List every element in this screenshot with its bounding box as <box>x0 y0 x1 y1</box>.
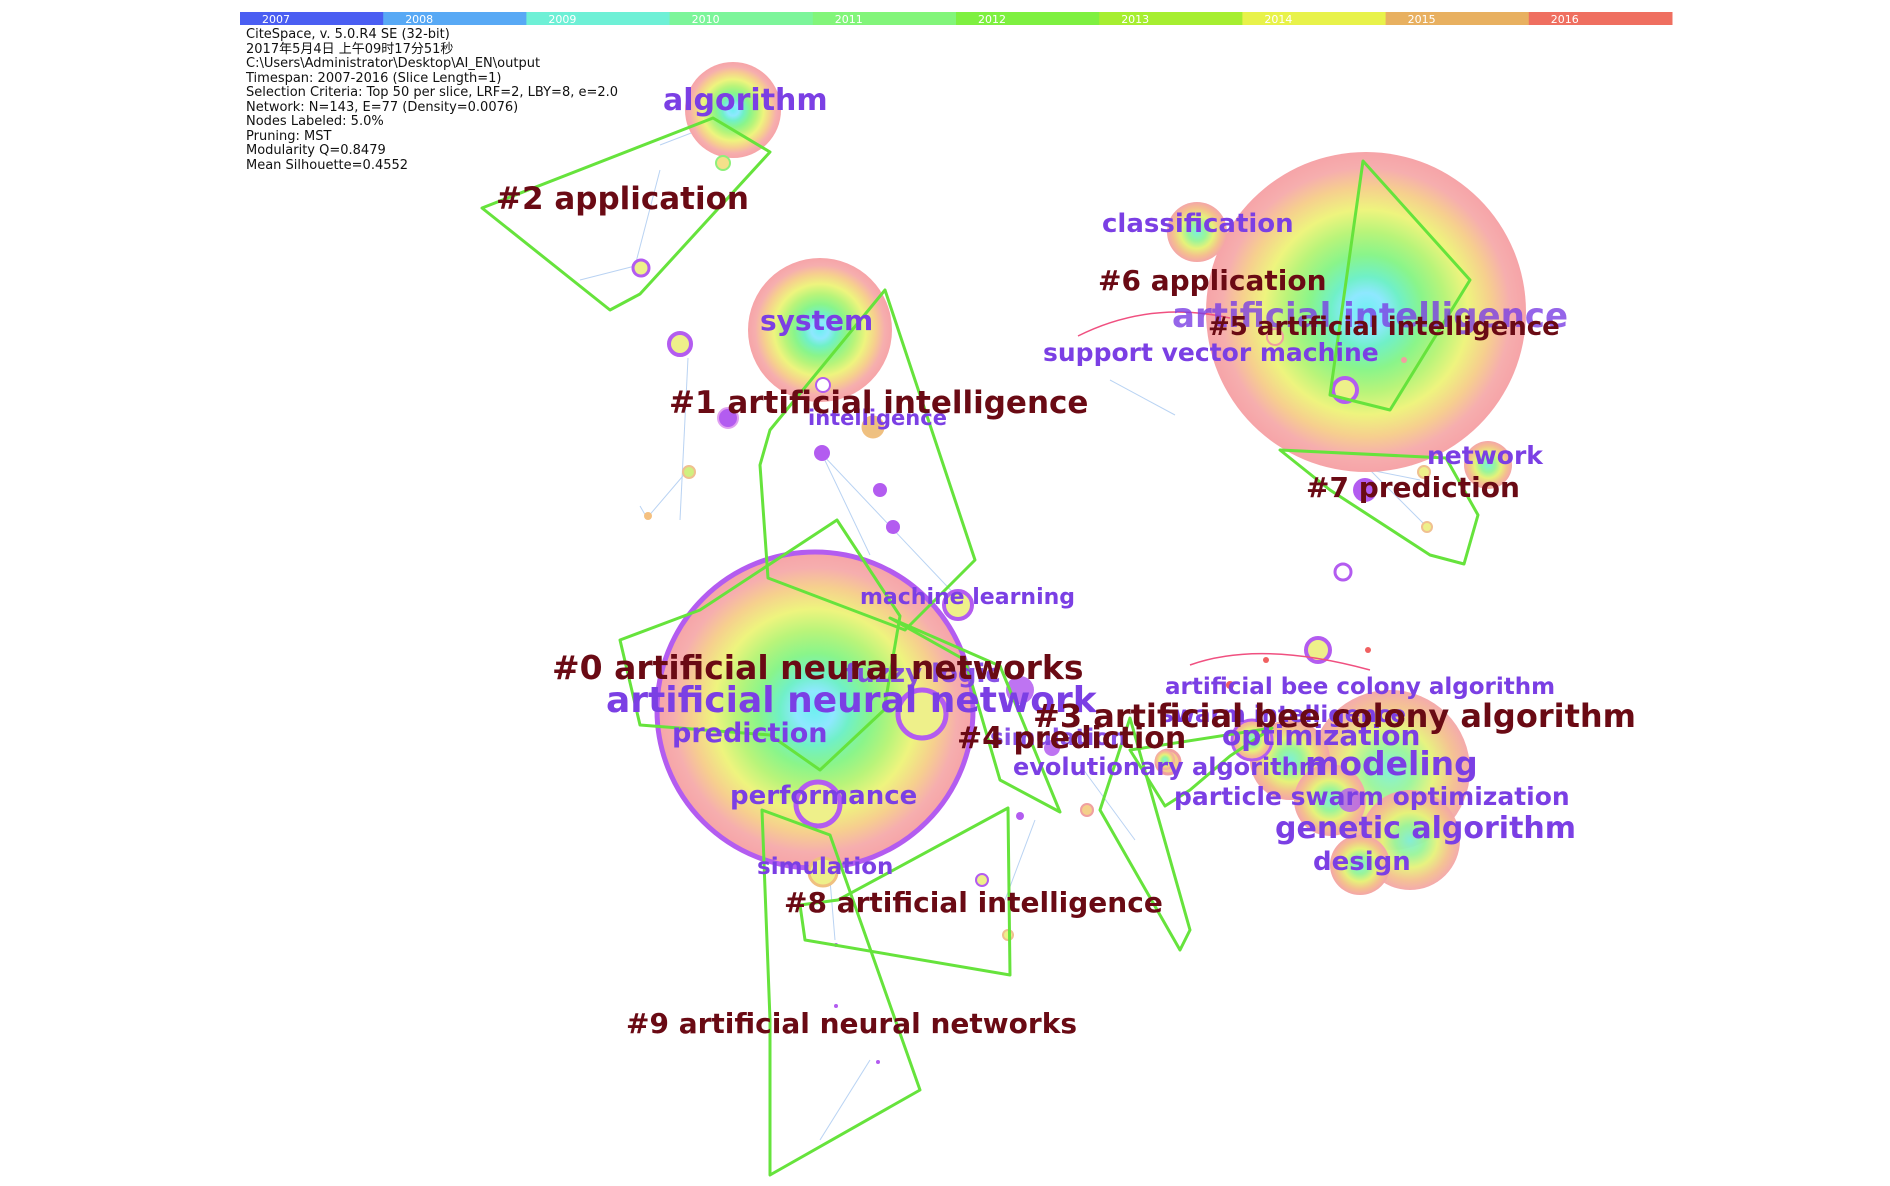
hull-cluster-8 <box>798 806 1012 977</box>
hull-cluster-9 <box>760 808 922 1177</box>
node-system-burst <box>748 258 892 402</box>
timeline-segment-2014 <box>1242 12 1387 25</box>
kw-label-system[interactable]: system <box>760 304 873 337</box>
info-silhouette: Mean Silhouette=0.4552 <box>246 157 409 173</box>
kw-label-support-vector-machine[interactable]: support vector machine <box>1043 338 1379 367</box>
cluster-label-9[interactable]: #9 artificial neural networks <box>626 1007 1077 1040</box>
timeline-color-bar: 2007 2008 2009 2010 2011 2012 2013 2014 2015 2016 <box>240 12 1673 26</box>
node-classification-burst <box>1167 202 1227 262</box>
info-timestamp: 2017年5月4日 上午09时17分51秒 <box>246 41 454 57</box>
timeline-year-label: 2010 <box>692 13 720 26</box>
info-modularity: Modularity Q=0.8479 <box>246 143 386 158</box>
cluster-label-8[interactable]: #8 artificial intelligence <box>784 886 1163 919</box>
burst-arcs <box>1077 311 1371 671</box>
kw-label-network[interactable]: network <box>1427 441 1544 470</box>
timeline-segment-2015 <box>1385 12 1530 25</box>
hull-cluster-5 <box>1328 159 1472 412</box>
kw-label-algorithm[interactable]: algorithm <box>663 83 828 118</box>
timeline-segment-2009 <box>526 12 671 25</box>
hull-cluster-7 <box>1278 448 1480 566</box>
node-algorithm-burst <box>685 62 781 158</box>
cluster-label-1[interactable]: #1 artificial intelligence <box>669 385 1088 421</box>
cluster-label-3[interactable]: #3 artificial bee colony algorithm <box>1033 697 1636 735</box>
timeline-year-label: 2016 <box>1551 13 1579 26</box>
cluster-label-0[interactable]: #0 artificial neural networks <box>552 648 1084 687</box>
cluster-hulls <box>480 116 1480 1177</box>
kw-label-simulation[interactable]: simulation <box>757 854 893 880</box>
hull-cluster-3 <box>1128 726 1274 808</box>
timeline-year-label: 2012 <box>978 13 1006 26</box>
cluster-label-4[interactable]: #4 prediction <box>957 721 1186 756</box>
cluster-label-7[interactable]: #7 prediction <box>1306 471 1520 504</box>
kw-label-optimization[interactable]: optimization <box>1222 719 1420 752</box>
hull-cluster-1 <box>758 288 977 632</box>
kw-label-artificial-bee-colony-algorithm[interactable]: artificial bee colony algorithm <box>1165 674 1555 700</box>
timeline-year-label: 2008 <box>405 13 433 26</box>
info-version: CiteSpace, v. 5.0.R4 SE (32-bit) <box>246 27 450 42</box>
kw-label-classification[interactable]: classification <box>1102 209 1294 239</box>
kw-label-swarm-intelligence[interactable]: swarm intelligence <box>1160 702 1406 728</box>
keyword-labels: algorithm classification system artifici… <box>606 83 1576 880</box>
kw-label-artificial-neural-network[interactable]: artificial neural network <box>606 680 1098 721</box>
timeline-year-label: 2009 <box>548 13 576 26</box>
kw-label-intelligence[interactable]: intelligence <box>808 406 947 430</box>
cluster-label-2[interactable]: #2 application <box>496 181 749 217</box>
hull-cluster-3b <box>1098 716 1192 952</box>
timeline-year-label: 2015 <box>1408 13 1436 26</box>
info-network: Network: N=143, E=77 (Density=0.0076) <box>246 99 519 115</box>
kw-label-modeling[interactable]: modeling <box>1305 744 1478 783</box>
info-pruning: Pruning: MST <box>246 128 332 144</box>
timeline-segment-2011 <box>812 12 957 25</box>
node-network-burst <box>1464 441 1512 489</box>
timeline-segment-2012 <box>956 12 1100 25</box>
network-nodes <box>631 155 1433 1064</box>
info-path: C:\Users\Administrator\Desktop\AI_EN\out… <box>246 56 541 71</box>
info-timespan: Timespan: 2007-2016 (Slice Length=1) <box>246 70 502 86</box>
timeline-year-label: 2014 <box>1264 13 1292 26</box>
info-nodes-labeled: Nodes Labeled: 5.0% <box>246 114 384 129</box>
timeline-year-label: 2013 <box>1121 13 1149 26</box>
kw-label-prediction[interactable]: prediction <box>672 718 827 749</box>
cluster-label-6[interactable]: #6 application <box>1098 264 1327 297</box>
kw-label-simulation-secondary[interactable]: simulation <box>990 725 1126 751</box>
kw-label-particle-swarm-optimization[interactable]: particle swarm optimization <box>1174 782 1570 811</box>
timeline-segment-2016 <box>1528 12 1673 25</box>
kw-label-artificial-intelligence[interactable]: artificial intelligence <box>1172 296 1568 336</box>
kw-label-design[interactable]: design <box>1313 847 1411 877</box>
hull-cluster-0 <box>618 518 902 772</box>
kw-label-genetic-algorithm[interactable]: genetic algorithm <box>1275 811 1576 846</box>
timeline-segment-2007 <box>240 12 384 25</box>
kw-label-fuzzy-logic[interactable]: fuzzy logic <box>845 659 1001 689</box>
timeline-segment-2013 <box>1099 12 1243 25</box>
kw-label-evolutionary-algorithm[interactable]: evolutionary algorithm <box>1013 753 1324 781</box>
info-selection-criteria: Selection Criteria: Top 50 per slice, LR… <box>246 85 619 100</box>
cluster-label-5[interactable]: #5 artificial intelligence <box>1208 312 1560 342</box>
hull-cluster-2 <box>480 116 772 312</box>
kw-label-machine-learning[interactable]: machine learning <box>860 585 1075 610</box>
timeline-year-label: 2011 <box>835 13 863 26</box>
network-info-panel: CiteSpace, v. 5.0.R4 SE (32-bit) 2017年5月… <box>246 27 619 173</box>
timeline-year-label: 2007 <box>262 13 290 26</box>
kw-label-performance[interactable]: performance <box>730 781 917 811</box>
cluster-labels: #2 application #6 application #5 artific… <box>496 181 1636 1040</box>
timeline-segment-2008 <box>383 12 527 25</box>
node-artificial-intelligence-burst <box>1206 152 1526 472</box>
timeline-segment-2010 <box>669 12 814 25</box>
hull-cluster-4 <box>888 616 1062 814</box>
